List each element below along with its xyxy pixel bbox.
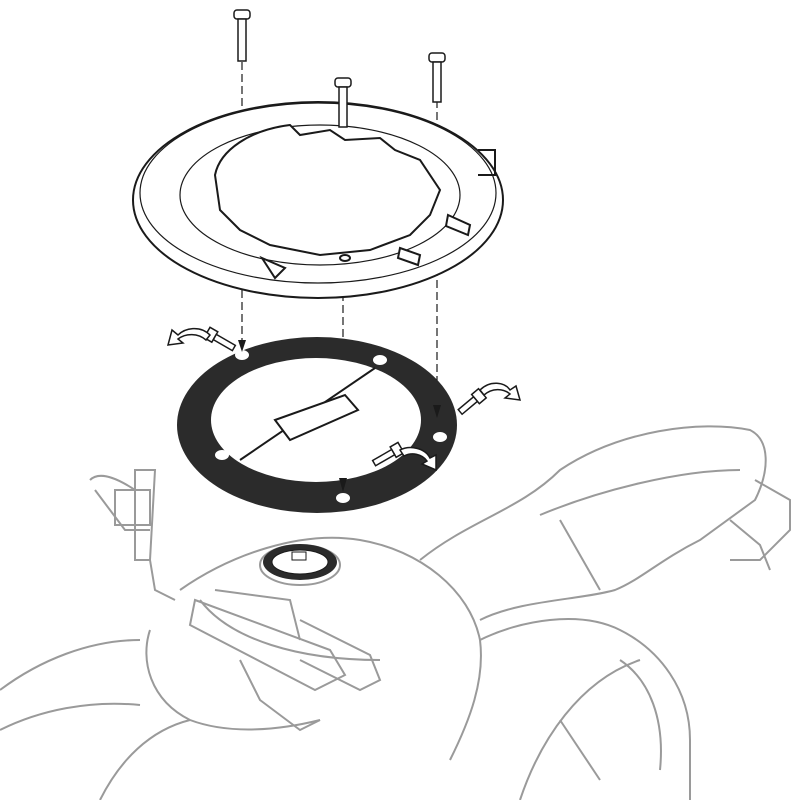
fuel-cap [263,544,337,580]
tank-ring-flange [132,101,504,299]
screw-icon [371,441,405,467]
arrow-icon [166,327,212,346]
arrow-icon [478,382,522,401]
screw-icon [202,326,237,352]
gasket-plate [177,337,457,513]
screws [233,9,446,128]
screw-icon [233,9,251,62]
screw-icon [428,52,446,103]
motorcycle [0,425,791,800]
screw-icon [457,387,488,416]
side-screws [166,326,522,472]
down-arrows [238,340,441,492]
arrow-icon [398,446,437,472]
screw-icon [334,77,352,128]
